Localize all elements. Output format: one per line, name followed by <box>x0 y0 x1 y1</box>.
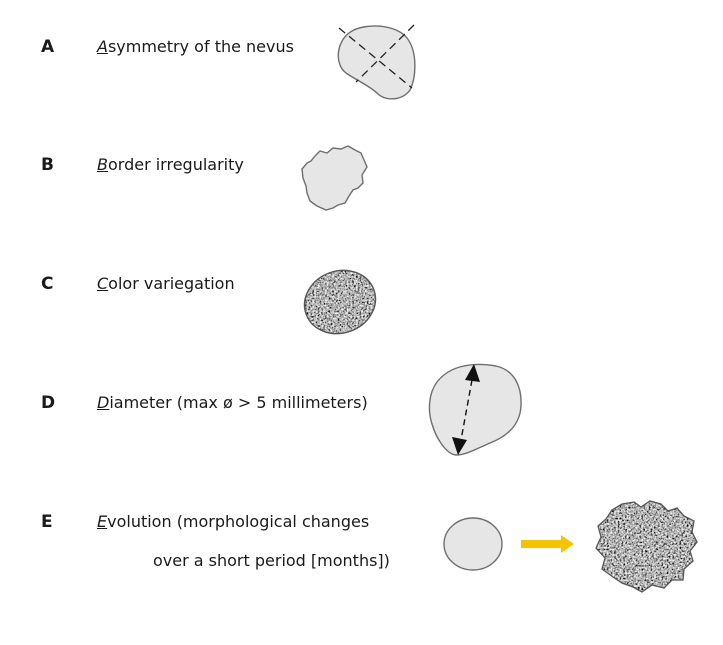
asymmetry-axis-1 <box>338 27 413 89</box>
criterion-letter-c: C <box>41 274 54 294</box>
diameter-arrowhead-bottom-icon <box>452 437 467 455</box>
criterion-letter-d: D <box>41 393 56 413</box>
criterion-label-e: Evolution (morphological changes <box>97 512 369 532</box>
criterion-initial-d: D <box>97 393 110 412</box>
criterion-rest-d: iameter (max ø > 5 millimeters) <box>109 393 368 412</box>
criterion-letter-b: B <box>41 155 54 175</box>
evolution-nevus-before <box>443 517 503 571</box>
asymmetry-illustration <box>337 24 416 100</box>
color-variegation-illustration <box>295 262 385 342</box>
criterion-initial-b: B <box>97 155 108 174</box>
criterion-rest-c: olor variegation <box>108 274 235 293</box>
variegated-texture <box>295 262 385 342</box>
asymmetry-axis-2 <box>355 24 415 83</box>
criterion-initial-a: A <box>97 37 108 56</box>
diameter-nevus-shape <box>428 363 522 456</box>
criterion-label-b: Border irregularity <box>97 155 244 175</box>
criterion-label-d: Diameter (max ø > 5 millimeters) <box>97 393 368 413</box>
evolution-arrow-icon <box>521 535 574 553</box>
criterion-label-c: Color variegation <box>97 274 235 294</box>
diameter-measure-line <box>460 379 473 441</box>
criterion-rest-e: volution (morphological changes <box>107 512 370 531</box>
diameter-arrowhead-top-icon <box>465 364 480 382</box>
evolution-nevus-after-outline <box>595 500 698 593</box>
variegated-nevus-outline <box>303 269 377 335</box>
irregular-border-nevus <box>301 145 368 211</box>
diameter-illustration <box>428 363 522 456</box>
criterion-initial-e: E <box>97 512 108 531</box>
evolution-illustration <box>443 500 698 593</box>
criterion-letter-a: A <box>41 37 55 57</box>
criterion-rest-b: order irregularity <box>107 155 244 174</box>
criterion-rest-a: symmetry of the nevus <box>107 37 294 56</box>
criterion-letter-e: E <box>41 512 53 532</box>
criterion-label-a: Asymmetry of the nevus <box>97 37 294 57</box>
criterion-label-e-continuation: over a short period [months]) <box>153 551 390 570</box>
criterion-initial-c: C <box>97 274 109 293</box>
evolution-nevus-after-texture <box>596 501 697 592</box>
